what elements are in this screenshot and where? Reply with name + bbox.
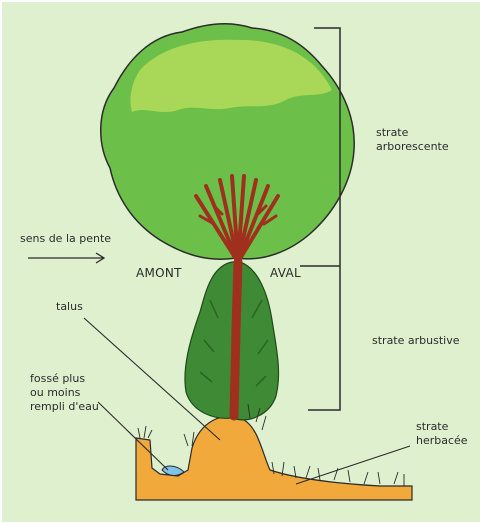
label-aval: AVAL [270,266,301,280]
label-sens-de-la-pente: sens de la pente [20,232,111,246]
label-strate-herbacee: strate herbacée [416,420,468,448]
label-strate-arborescente: strate arborescente [376,126,449,154]
label-strate-arbustive: strate arbustive [372,334,459,348]
label-amont: AMONT [136,266,182,280]
label-talus: talus [56,300,83,314]
label-fosse: fossé plus ou moins rempli d'eau [30,372,99,414]
